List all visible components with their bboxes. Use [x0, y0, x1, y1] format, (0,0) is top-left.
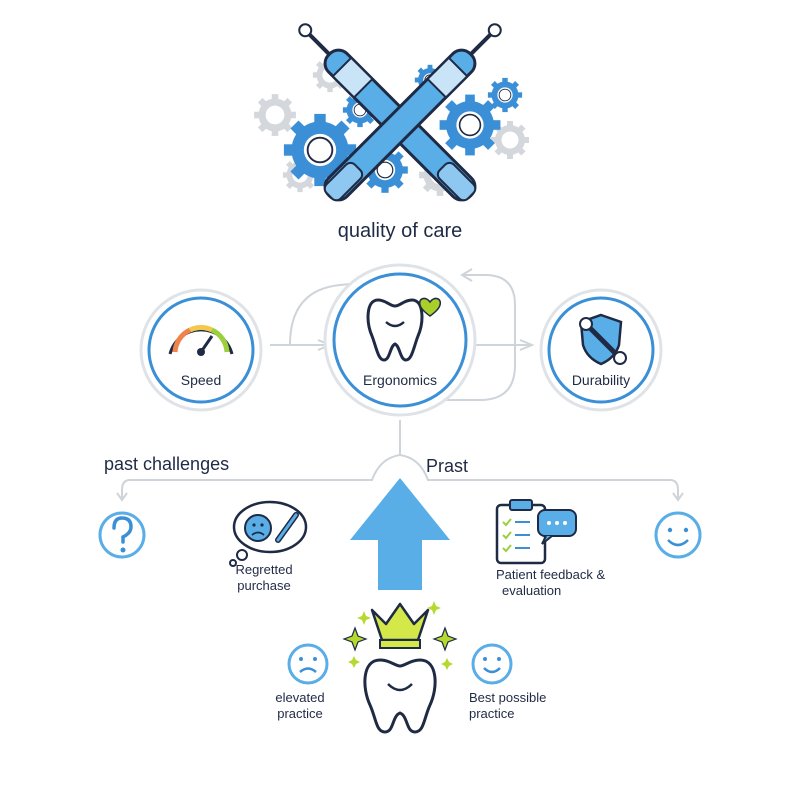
- elevated-line-1: elevated: [275, 690, 325, 705]
- regretted-line-1: Regretted: [235, 562, 293, 577]
- question-mark-icon: [98, 511, 146, 559]
- best-possible-practice-label: Best possible practice: [469, 690, 546, 722]
- regretted-purchase-label: Regretted purchase: [235, 562, 292, 594]
- best-line-2: practice: [469, 706, 515, 721]
- crossed-handpieces-gears-icon: [254, 23, 529, 202]
- up-arrow-icon: [350, 478, 450, 590]
- crown-sparkles-icon: [342, 601, 458, 670]
- speedometer-icon: [168, 325, 234, 356]
- regretted-line-2: purchase: [237, 578, 291, 593]
- best-line-1: Best possible: [469, 690, 547, 705]
- sad-face-icon: [287, 643, 329, 685]
- past-challenges-label: past challenges: [104, 454, 230, 474]
- shield-wrench-icon: [579, 313, 627, 366]
- durability-label: Durability: [571, 372, 631, 388]
- tooth-heart-icon: [366, 297, 442, 362]
- feedback-line-2: evaluation: [502, 583, 562, 598]
- connector-lines: [116, 268, 684, 502]
- diagram-title: quality of care: [337, 220, 463, 242]
- patient-feedback-label: Patient feedback & evaluation: [496, 567, 605, 599]
- prast-label: Prast: [426, 456, 469, 476]
- speed-label: Speed: [180, 372, 222, 388]
- ergonomics-label: Ergonomics: [363, 372, 437, 388]
- smiling-tooth-icon: [363, 658, 437, 734]
- elevated-line-2: practice: [277, 706, 323, 721]
- happy-face-icon: [471, 643, 513, 685]
- sad-thought-bubble-icon: [229, 500, 308, 567]
- clipboard-chat-icon: [495, 499, 577, 565]
- feedback-line-1: Patient feedback &: [496, 567, 606, 582]
- smiley-face-icon: [654, 511, 702, 559]
- elevated-practice-label: elevated practice: [275, 690, 324, 722]
